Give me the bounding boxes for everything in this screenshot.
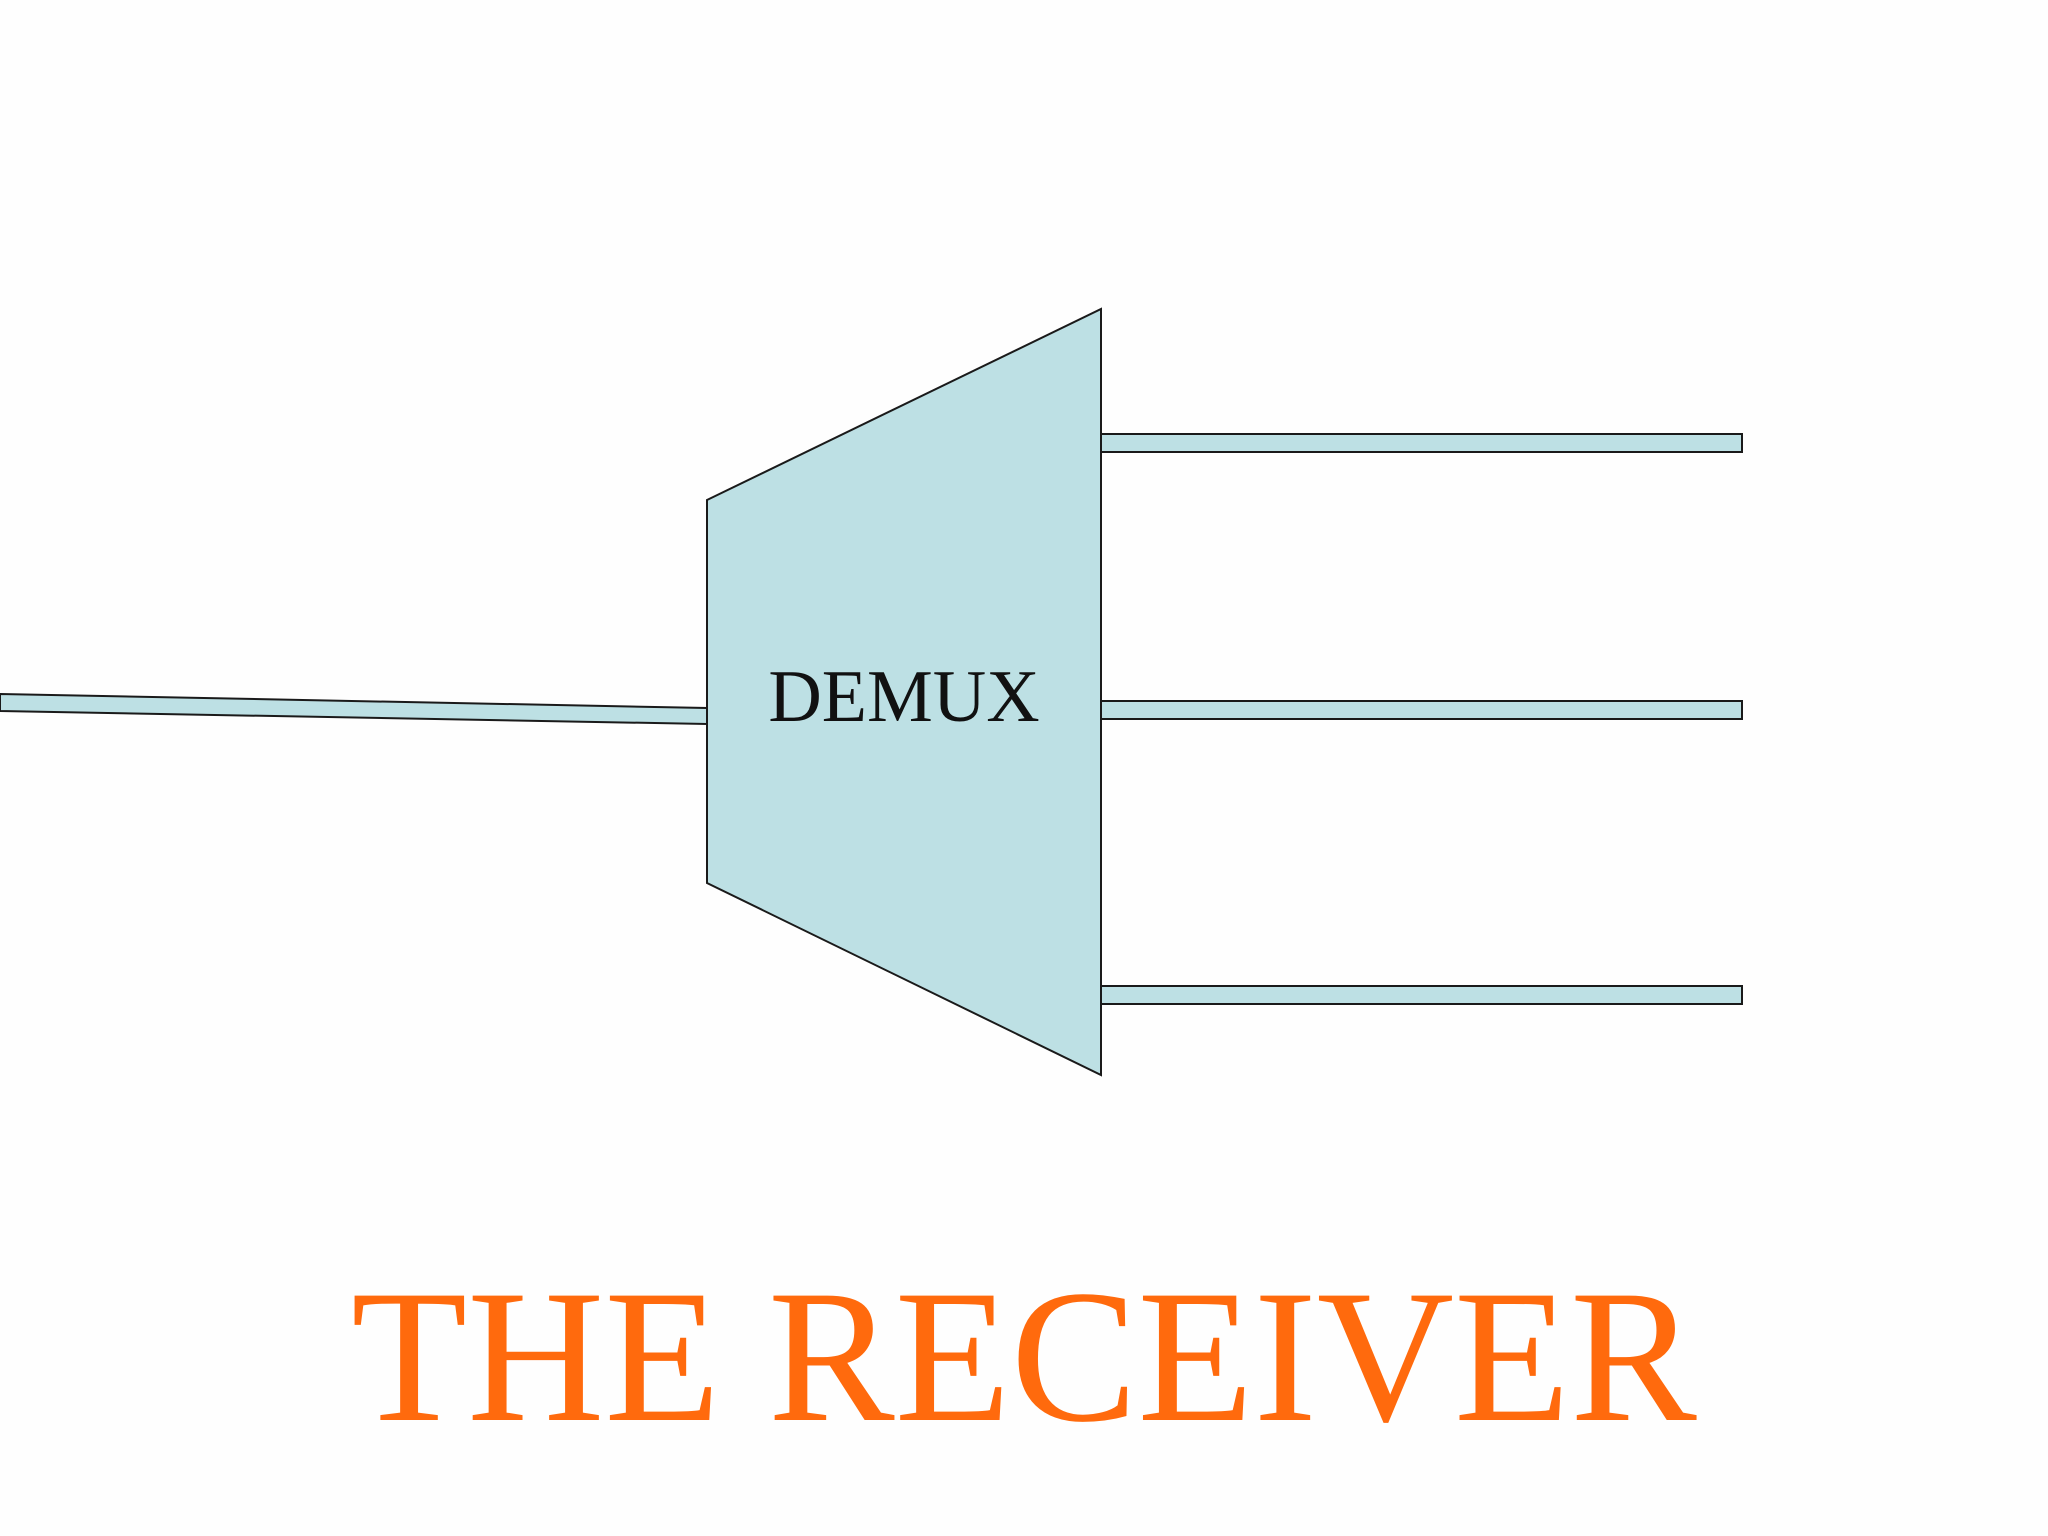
- demux-block: [706, 307, 1102, 1077]
- output-fiber-bottom: [1100, 985, 1743, 1005]
- input-fiber: [0, 692, 708, 726]
- demux-label: DEMUX: [768, 656, 1039, 738]
- slide-title: THE RECEIVER: [351, 1252, 1697, 1462]
- output-fiber-top: [1100, 433, 1743, 453]
- output-fiber-middle: [1100, 700, 1743, 720]
